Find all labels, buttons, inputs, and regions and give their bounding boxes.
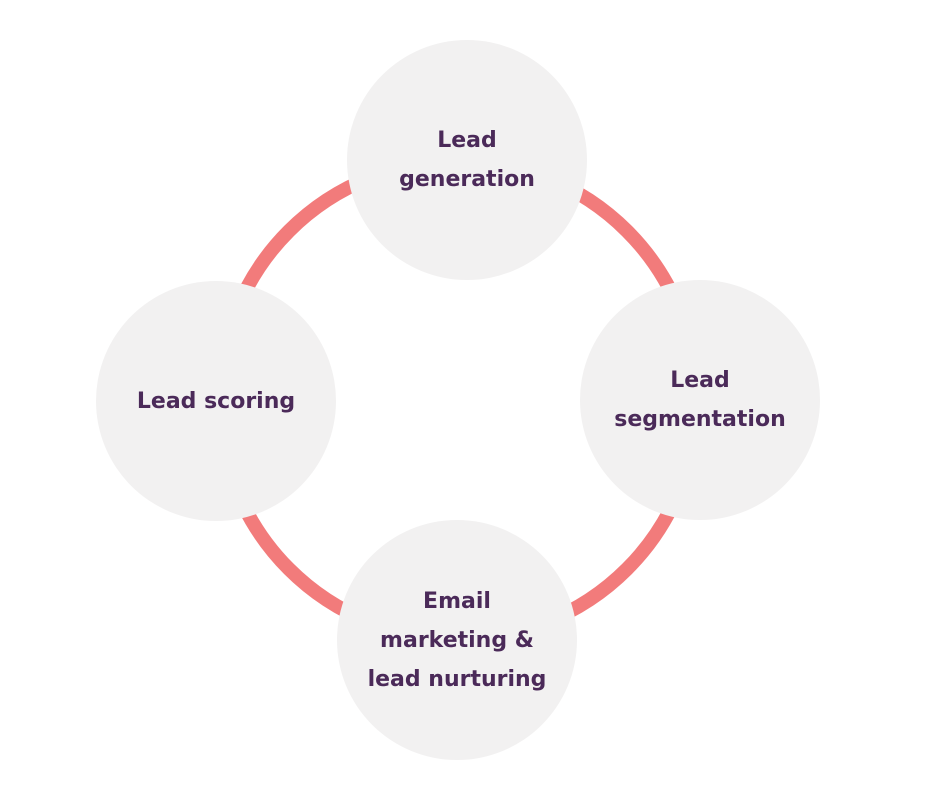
node-lead-segmentation-label: Lead segmentation — [614, 368, 786, 432]
node-email-marketing-lead-nurturing-label: Email marketing & lead nurturing — [367, 588, 547, 692]
node-lead-scoring-label: Lead scoring — [136, 388, 296, 414]
node-lead-generation-label: Lead generation — [399, 128, 535, 192]
node-lead-segmentation: Lead segmentation — [580, 280, 820, 520]
node-lead-scoring: Lead scoring — [96, 281, 336, 521]
node-email-marketing-lead-nurturing: Email marketing & lead nurturing — [337, 520, 577, 760]
node-lead-generation: Lead generation — [347, 40, 587, 280]
